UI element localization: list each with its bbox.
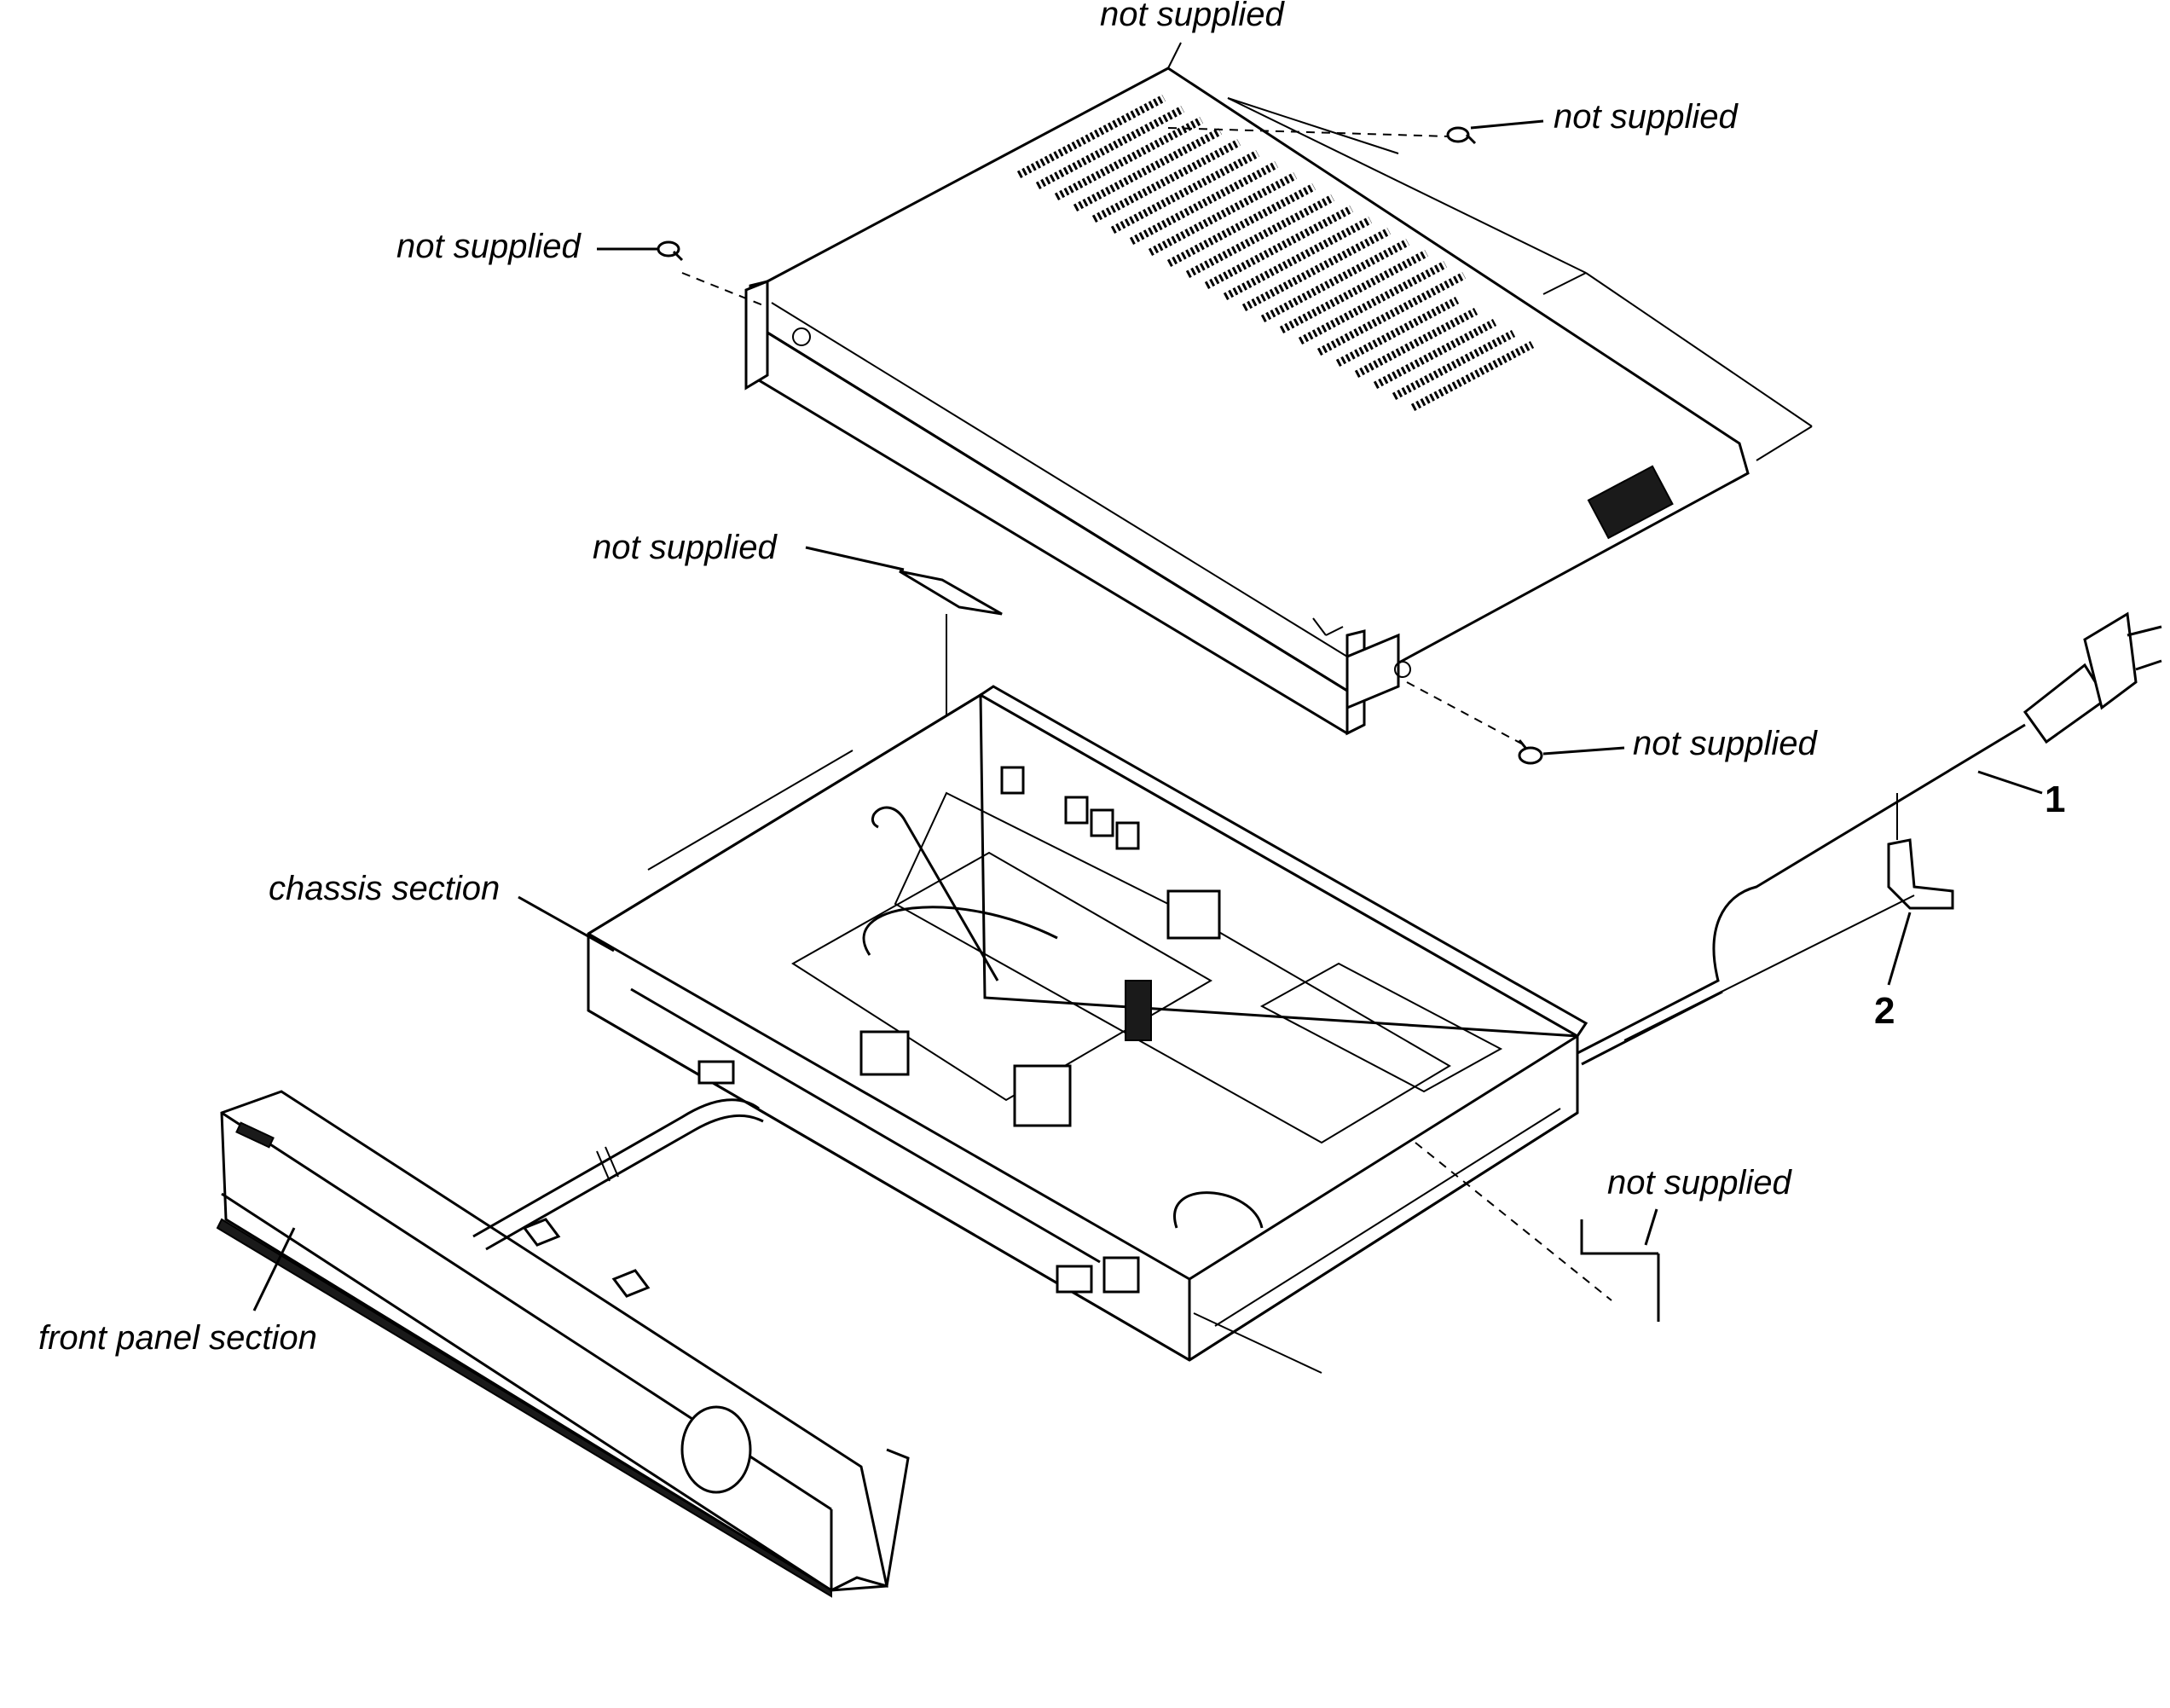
label-rear-plate: not supplied [1607, 1164, 1792, 1201]
vent-slot-row [1410, 341, 1535, 411]
plug-head [2083, 611, 2138, 710]
chassis-tab-b [1056, 1265, 1093, 1294]
cover-arrow [1312, 617, 1344, 636]
chassis-tab-a [697, 1060, 735, 1085]
leader-screw-right [1470, 119, 1544, 130]
brand-logo [235, 1121, 275, 1149]
vent-slot-row [1129, 161, 1279, 245]
volume-knob [680, 1405, 752, 1494]
sub-board [791, 851, 1212, 1102]
main-board [894, 791, 1451, 1144]
rear-vent-block [1587, 465, 1674, 540]
label-screw-front: not supplied [1633, 725, 1818, 762]
label-cover-top: not supplied [1100, 0, 1285, 33]
vent-slot-row [1260, 239, 1410, 322]
screw-left [657, 240, 684, 262]
leader-rear-plate [1644, 1208, 1658, 1246]
vent-slot-row [1279, 250, 1429, 333]
vent-slot-row [1073, 128, 1223, 211]
leader-front-panel [252, 1227, 296, 1311]
vent-slot-row [1373, 319, 1497, 389]
transformer-a [1013, 1064, 1072, 1127]
vent-slot-row [1392, 330, 1516, 400]
vent-slot-row [1204, 206, 1354, 289]
callout-1: 1 [2045, 779, 2065, 820]
leader-label-sheet [805, 546, 905, 571]
screw-right-top [1446, 126, 1477, 145]
vent-slot-row [1148, 172, 1298, 256]
chassis [587, 685, 1612, 1374]
vent-slot-row [1223, 217, 1373, 300]
label-chassis: chassis section [269, 870, 500, 907]
vent-slot-row [1335, 297, 1460, 367]
cord-bushing [1623, 838, 1954, 1041]
vent-slot-row [1016, 95, 1166, 178]
cover-vent-slots [1016, 95, 1535, 411]
top-cover [657, 42, 1813, 765]
vent-slot-row [1091, 139, 1241, 223]
label-screw-left: not supplied [396, 228, 582, 265]
vent-slot-row [1035, 106, 1185, 189]
rear-connectors [1000, 766, 1140, 850]
terminal-strip [1259, 962, 1503, 1093]
transformer-b [859, 1030, 910, 1076]
rear-plate [1580, 1219, 1660, 1322]
leader-chassis [518, 895, 615, 952]
screw-front [1518, 739, 1543, 765]
chassis-tab-c [1102, 1256, 1140, 1294]
power-cord [1577, 611, 2162, 1066]
ic-chip [1125, 980, 1152, 1041]
relay [1166, 889, 1221, 940]
leader-callout-2 [1887, 912, 1912, 986]
front-panel [216, 1090, 910, 1598]
vent-slot-row [1185, 194, 1335, 278]
vent-slot-row [1316, 272, 1467, 356]
leader-callout-1 [1977, 770, 2043, 795]
label-label-sheet: not supplied [593, 529, 778, 566]
front-panel-bottom-edge [216, 1218, 832, 1598]
vent-slot-row [1298, 261, 1448, 344]
vent-slot-row [1054, 117, 1204, 200]
callout-2: 2 [1874, 990, 1895, 1032]
vent-slot-row [1354, 308, 1478, 378]
leader-screw-front [1542, 746, 1625, 756]
vent-slot-row [1241, 228, 1392, 311]
vent-slot-row [1166, 183, 1316, 267]
vent-slot-row [1110, 150, 1260, 234]
panel-tab-a [522, 1218, 561, 1247]
label-screw-right: not supplied [1554, 98, 1739, 136]
chassis-arrow [1193, 1312, 1322, 1374]
panel-tab-b [611, 1269, 651, 1298]
label-front-panel: front panel section [38, 1319, 317, 1357]
